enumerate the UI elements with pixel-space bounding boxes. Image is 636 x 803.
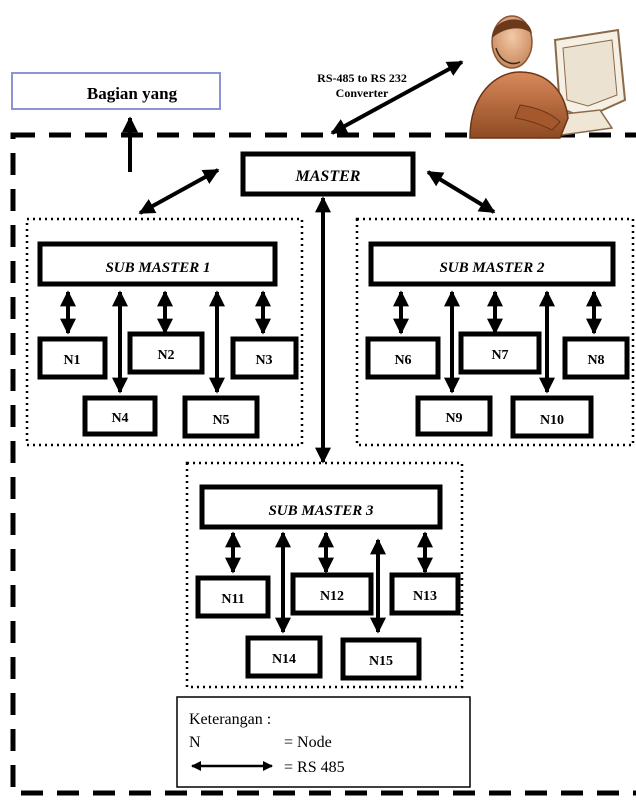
group-1: SUB MASTER 1 N1 N2 N3 N4 N5 [25, 217, 304, 447]
node-label: N6 [394, 353, 411, 368]
legend-node-symbol: N [189, 734, 201, 751]
node-box [127, 331, 205, 375]
node-label: N9 [445, 411, 462, 426]
node-label: N11 [221, 592, 244, 607]
node-box [230, 336, 299, 380]
node-box [290, 572, 374, 616]
node-label: N5 [212, 413, 229, 428]
node-box [389, 572, 461, 616]
node-label: N15 [369, 654, 393, 669]
node-label: N4 [111, 411, 128, 426]
sub-master-3-label: SUB MASTER 3 [268, 503, 374, 519]
sub-master-1-label: SUB MASTER 1 [105, 260, 210, 276]
master-node: MASTER [240, 151, 416, 197]
node-label: N2 [157, 348, 174, 363]
master-label: MASTER [295, 168, 361, 185]
node-box [245, 635, 323, 679]
node-box [415, 395, 493, 437]
node-label: N1 [63, 353, 80, 368]
node-box [340, 637, 422, 681]
node-label: N14 [272, 652, 296, 667]
group-3: SUB MASTER 3 N11 N12 N13 N14 N15 [185, 461, 464, 689]
node-label: N10 [540, 413, 564, 428]
node-label: N8 [587, 353, 604, 368]
group-2: SUB MASTER 2 N6 N7 N8 N9 N10 [355, 217, 635, 447]
node-label: N3 [255, 353, 272, 368]
node-box [82, 395, 158, 437]
node-label: N7 [491, 348, 508, 363]
external-box: Bagian yang [11, 72, 221, 110]
converter-arrow [330, 60, 464, 135]
master-to-group2-arrow [426, 170, 496, 214]
node-box [510, 395, 594, 439]
node-label: N13 [413, 589, 437, 604]
legend-title: Keterangan : [189, 711, 271, 728]
sub-master-3 [199, 484, 443, 530]
node-label: N12 [320, 589, 344, 604]
node-box [365, 336, 441, 380]
node-box [562, 336, 630, 380]
node-box [458, 331, 542, 375]
external-box-label: Bagian yang [87, 84, 178, 103]
node-box [37, 336, 108, 380]
sub-master-1 [37, 241, 278, 287]
legend-node-meaning: = Node [284, 734, 332, 751]
node-box [182, 395, 260, 439]
master-to-group1-arrow [138, 168, 220, 215]
sub-master-2-label: SUB MASTER 2 [439, 260, 545, 276]
computer-user-icon [469, 15, 627, 139]
converter-label-line1: RS-485 to RS 232 [317, 71, 407, 85]
converter-label-line2: Converter [336, 86, 389, 100]
node-box [195, 575, 271, 619]
legend: Keterangan : N = Node = RS 485 [176, 696, 471, 788]
sub-master-2 [368, 241, 616, 287]
legend-arrow-meaning: = RS 485 [284, 759, 345, 776]
